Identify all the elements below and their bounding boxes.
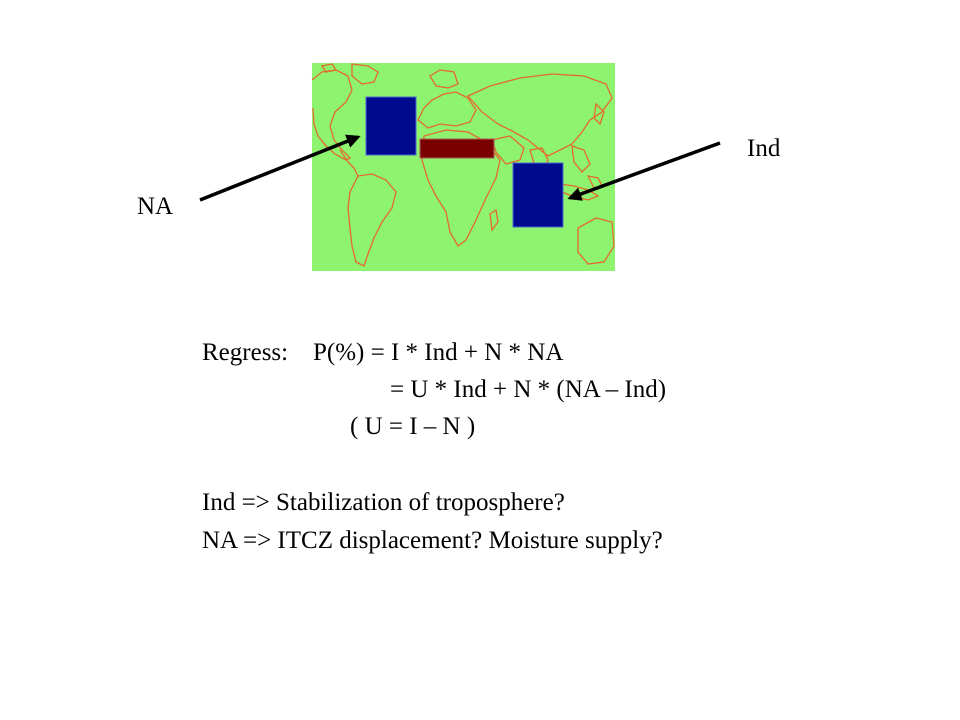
map-background	[312, 63, 615, 271]
note-ind: Ind => Stabilization of troposphere?	[202, 489, 565, 516]
na-label: NA	[137, 193, 174, 220]
equation-line-2: = U * Ind + N * (NA – Ind)	[390, 376, 667, 403]
equation-line-1: P(%) = I * Ind + N * NA	[313, 339, 564, 366]
regress-label: Regress:	[202, 339, 289, 366]
coastlines	[311, 63, 615, 267]
note-na: NA => ITCZ displacement? Moisture supply…	[202, 527, 663, 554]
ind-region-box	[512, 162, 564, 228]
sahel-band	[419, 138, 495, 159]
na-arrow	[199, 134, 361, 202]
equation-line-3: ( U = I – N )	[350, 413, 476, 440]
ind-arrow	[567, 141, 721, 201]
na-region-box	[365, 96, 417, 156]
ind-label: Ind	[747, 135, 781, 162]
